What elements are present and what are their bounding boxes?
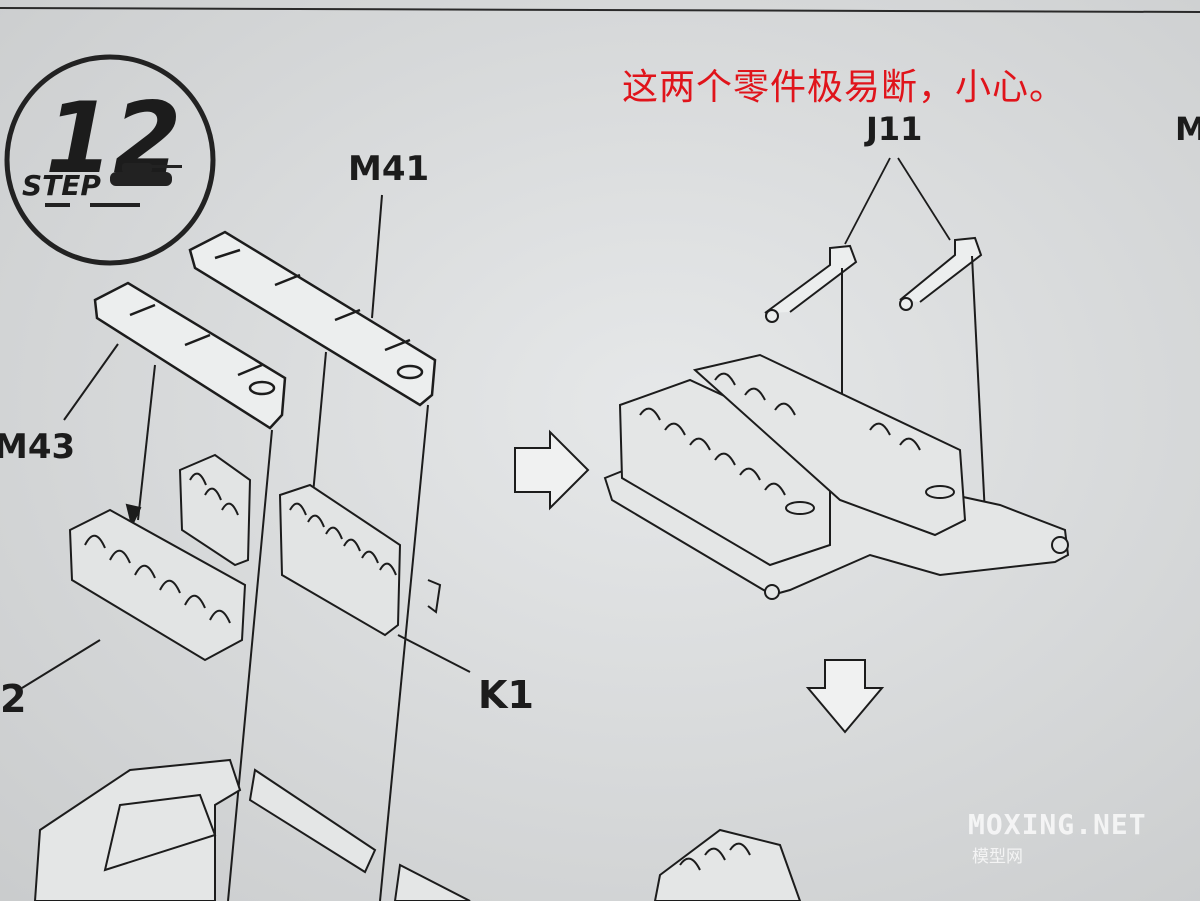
- next-step-assembly-left: [33, 758, 471, 901]
- label-j11: J11: [864, 110, 922, 148]
- tank-icon: [110, 163, 182, 186]
- next-step-assembly-bottom: [653, 828, 802, 901]
- watermark-sub: 模型网: [972, 847, 1023, 867]
- right-arrow-icon: [514, 429, 590, 511]
- label-k1: K1: [478, 673, 534, 717]
- track-section-k1: [278, 483, 442, 637]
- label-m-partial: M: [1175, 110, 1200, 148]
- label-m41: M41: [348, 149, 429, 189]
- watermark-main: MOXING.NET: [968, 808, 1147, 841]
- step-badge: 12 STEP: [4, 54, 216, 266]
- handwritten-warning-annotation: 这两个零件极易断，小心。: [622, 67, 1067, 108]
- down-arrow-icon: [805, 659, 885, 734]
- part-m41-frame: [188, 230, 437, 407]
- label-m43: M43: [0, 427, 75, 467]
- track-section-k2: [68, 453, 252, 662]
- part-m43-frame: [93, 281, 287, 430]
- step-label: STEP: [22, 169, 101, 202]
- label-k2-partial: 2: [0, 677, 26, 721]
- assembled-track-unit: [603, 353, 1070, 600]
